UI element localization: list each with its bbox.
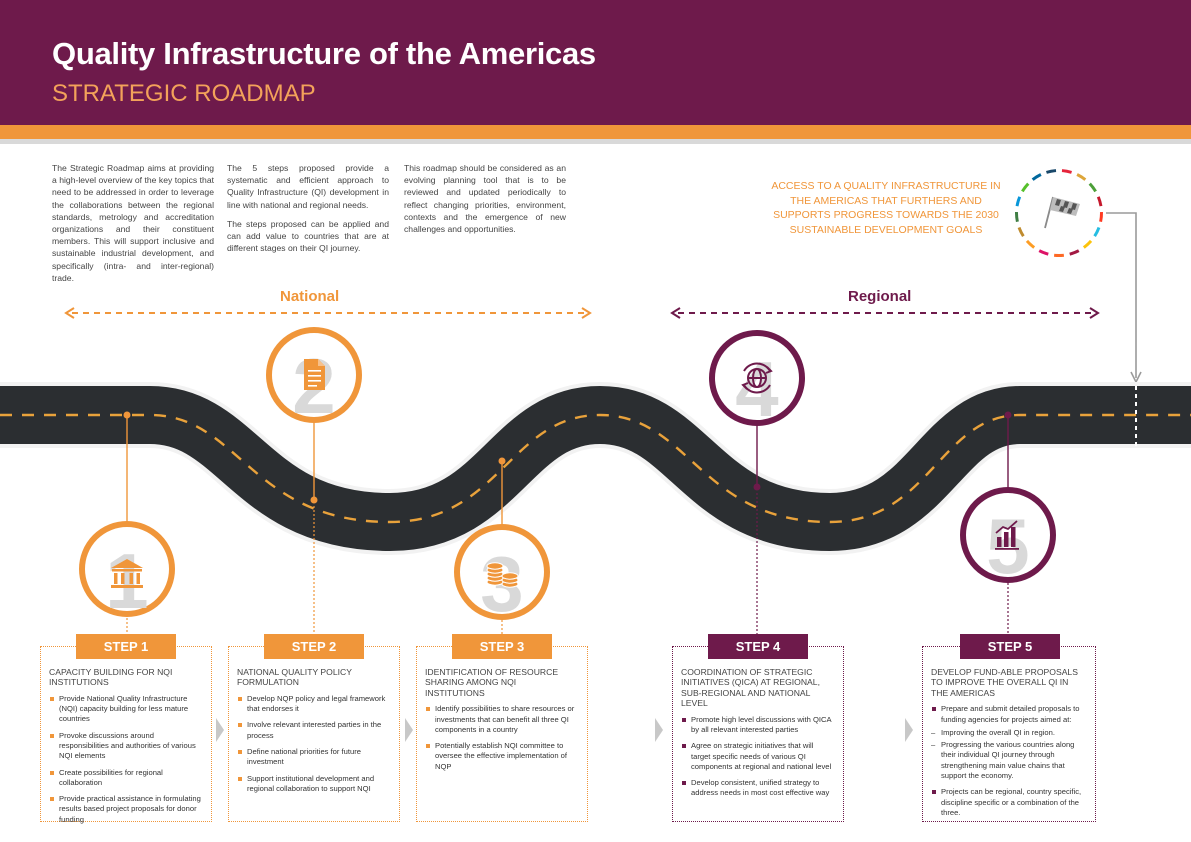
step-4-box: COORDINATION OF STRATEGIC INITIATIVES (Q… bbox=[672, 646, 844, 822]
regional-scope-label: Regional bbox=[848, 288, 912, 305]
national-scope-arrow bbox=[64, 307, 592, 319]
list-subitem-text: Progressing the various countries along … bbox=[941, 740, 1075, 780]
page-subtitle: STRATEGIC ROADMAP bbox=[52, 80, 316, 107]
regional-scope-arrow bbox=[670, 307, 1100, 319]
page-title: Quality Infrastructure of the Americas bbox=[52, 36, 596, 71]
goal-statement: ACCESS TO A QUALITY INFRASTRUCTURE IN TH… bbox=[771, 180, 1001, 236]
intro-paragraph: The 5 steps proposed provide a systemati… bbox=[227, 163, 389, 210]
flow-arrows bbox=[216, 718, 913, 742]
list-item: Develop NQP policy and legal framework t… bbox=[237, 694, 390, 715]
national-scope-label: National bbox=[280, 288, 340, 305]
step-1-number: 1 bbox=[105, 537, 148, 625]
intro-column-3: This roadmap should be considered as an … bbox=[404, 162, 566, 242]
intro-column-2: The 5 steps proposed provide a systemati… bbox=[227, 162, 389, 261]
step-5-circle: 5 bbox=[960, 487, 1056, 590]
bar-chart-icon bbox=[995, 520, 1019, 550]
header-divider bbox=[0, 139, 1191, 144]
step-1-circle: 1 bbox=[79, 521, 175, 625]
list-item: Projects can be regional, country specif… bbox=[931, 787, 1086, 818]
step-3-badge: STEP 3 bbox=[452, 634, 552, 659]
step-2-circle: 2 bbox=[266, 327, 362, 430]
list-item: Create possibilities for regional collab… bbox=[49, 768, 202, 789]
header-accent-stripe bbox=[0, 125, 1191, 139]
step-3-list: Identify possibilities to share resource… bbox=[425, 704, 578, 772]
intro-column-1: The Strategic Roadmap aims at providing … bbox=[52, 162, 214, 291]
goal-connector bbox=[1106, 212, 1142, 384]
header-banner: Quality Infrastructure of the Americas S… bbox=[0, 0, 1191, 125]
coin-stacks-icon bbox=[486, 562, 519, 588]
list-item: Potentially establish NQI committee to o… bbox=[425, 741, 578, 772]
step-2-badge: STEP 2 bbox=[264, 634, 364, 659]
list-item: Prepare and submit detailed proposals to… bbox=[931, 704, 1086, 725]
step-5-list: Prepare and submit detailed proposals to… bbox=[931, 704, 1086, 818]
list-item: Agree on strategic initiatives that will… bbox=[681, 741, 834, 772]
step-3-heading: IDENTIFICATION OF RESOURCE SHARING AMONG… bbox=[425, 667, 559, 698]
intro-paragraph: The steps proposed can be applied and ca… bbox=[227, 218, 389, 254]
step-1-box: CAPACITY BUILDING FOR NQI INSTITUTIONS P… bbox=[40, 646, 212, 825]
list-item: Provide National Quality Infrastructure … bbox=[49, 694, 202, 725]
step-4-circle: 4 bbox=[709, 330, 805, 433]
intro-paragraph: This roadmap should be considered as an … bbox=[404, 163, 566, 235]
list-item: Support institutional development and re… bbox=[237, 774, 390, 795]
step-5-badge: STEP 5 bbox=[960, 634, 1060, 659]
step-connectors bbox=[123, 411, 1012, 634]
checkered-flag-icon bbox=[1044, 196, 1080, 229]
list-item: Develop consistent, unified strategy to … bbox=[681, 778, 834, 799]
step-3-box: IDENTIFICATION OF RESOURCE SHARING AMONG… bbox=[416, 646, 588, 822]
bank-building-icon bbox=[111, 559, 143, 588]
intro-paragraph: The Strategic Roadmap aims at providing … bbox=[52, 163, 214, 283]
list-item: Involve relevant interested parties in t… bbox=[237, 720, 390, 741]
step-4-list: Promote high level discussions with QICA… bbox=[681, 715, 834, 799]
list-subitem-text: Improving the overall QI in region. bbox=[941, 727, 1055, 737]
list-item: Provide practical assistance in formulat… bbox=[49, 794, 202, 825]
document-icon bbox=[304, 359, 325, 390]
step-1-badge: STEP 1 bbox=[76, 634, 176, 659]
step-4-number: 4 bbox=[735, 345, 778, 433]
list-item: Define national priorities for future in… bbox=[237, 747, 390, 768]
step-2-heading: NATIONAL QUALITY POLICY FORMULATION bbox=[237, 667, 352, 688]
step-3-circle: 3 bbox=[454, 524, 550, 628]
globe-arrows-icon bbox=[741, 362, 773, 394]
list-item: Identify possibilities to share resource… bbox=[425, 704, 578, 735]
list-subitem: –Progressing the various countries along… bbox=[931, 740, 1075, 780]
list-subitem: –Improving the overall QI in region. bbox=[931, 727, 1055, 737]
step-4-badge: STEP 4 bbox=[708, 634, 808, 659]
sdg-wheel-icon bbox=[1015, 169, 1103, 257]
list-item: Provoke discussions around responsibilit… bbox=[49, 731, 202, 762]
step-4-heading: COORDINATION OF STRATEGIC INITIATIVES (Q… bbox=[681, 667, 820, 709]
step-5-heading: DEVELOP FUND-ABLE PROPOSALS TO IMPROVE T… bbox=[931, 667, 1078, 698]
step-1-list: Provide National Quality Infrastructure … bbox=[49, 694, 202, 825]
step-2-list: Develop NQP policy and legal framework t… bbox=[237, 694, 390, 794]
list-item: Promote high level discussions with QICA… bbox=[681, 715, 834, 736]
step-2-box: NATIONAL QUALITY POLICY FORMULATION Deve… bbox=[228, 646, 400, 822]
step-1-heading: CAPACITY BUILDING FOR NQI INSTITUTIONS bbox=[49, 667, 173, 688]
road bbox=[0, 381, 1191, 556]
step-5-box: DEVELOP FUND-ABLE PROPOSALS TO IMPROVE T… bbox=[922, 646, 1096, 822]
